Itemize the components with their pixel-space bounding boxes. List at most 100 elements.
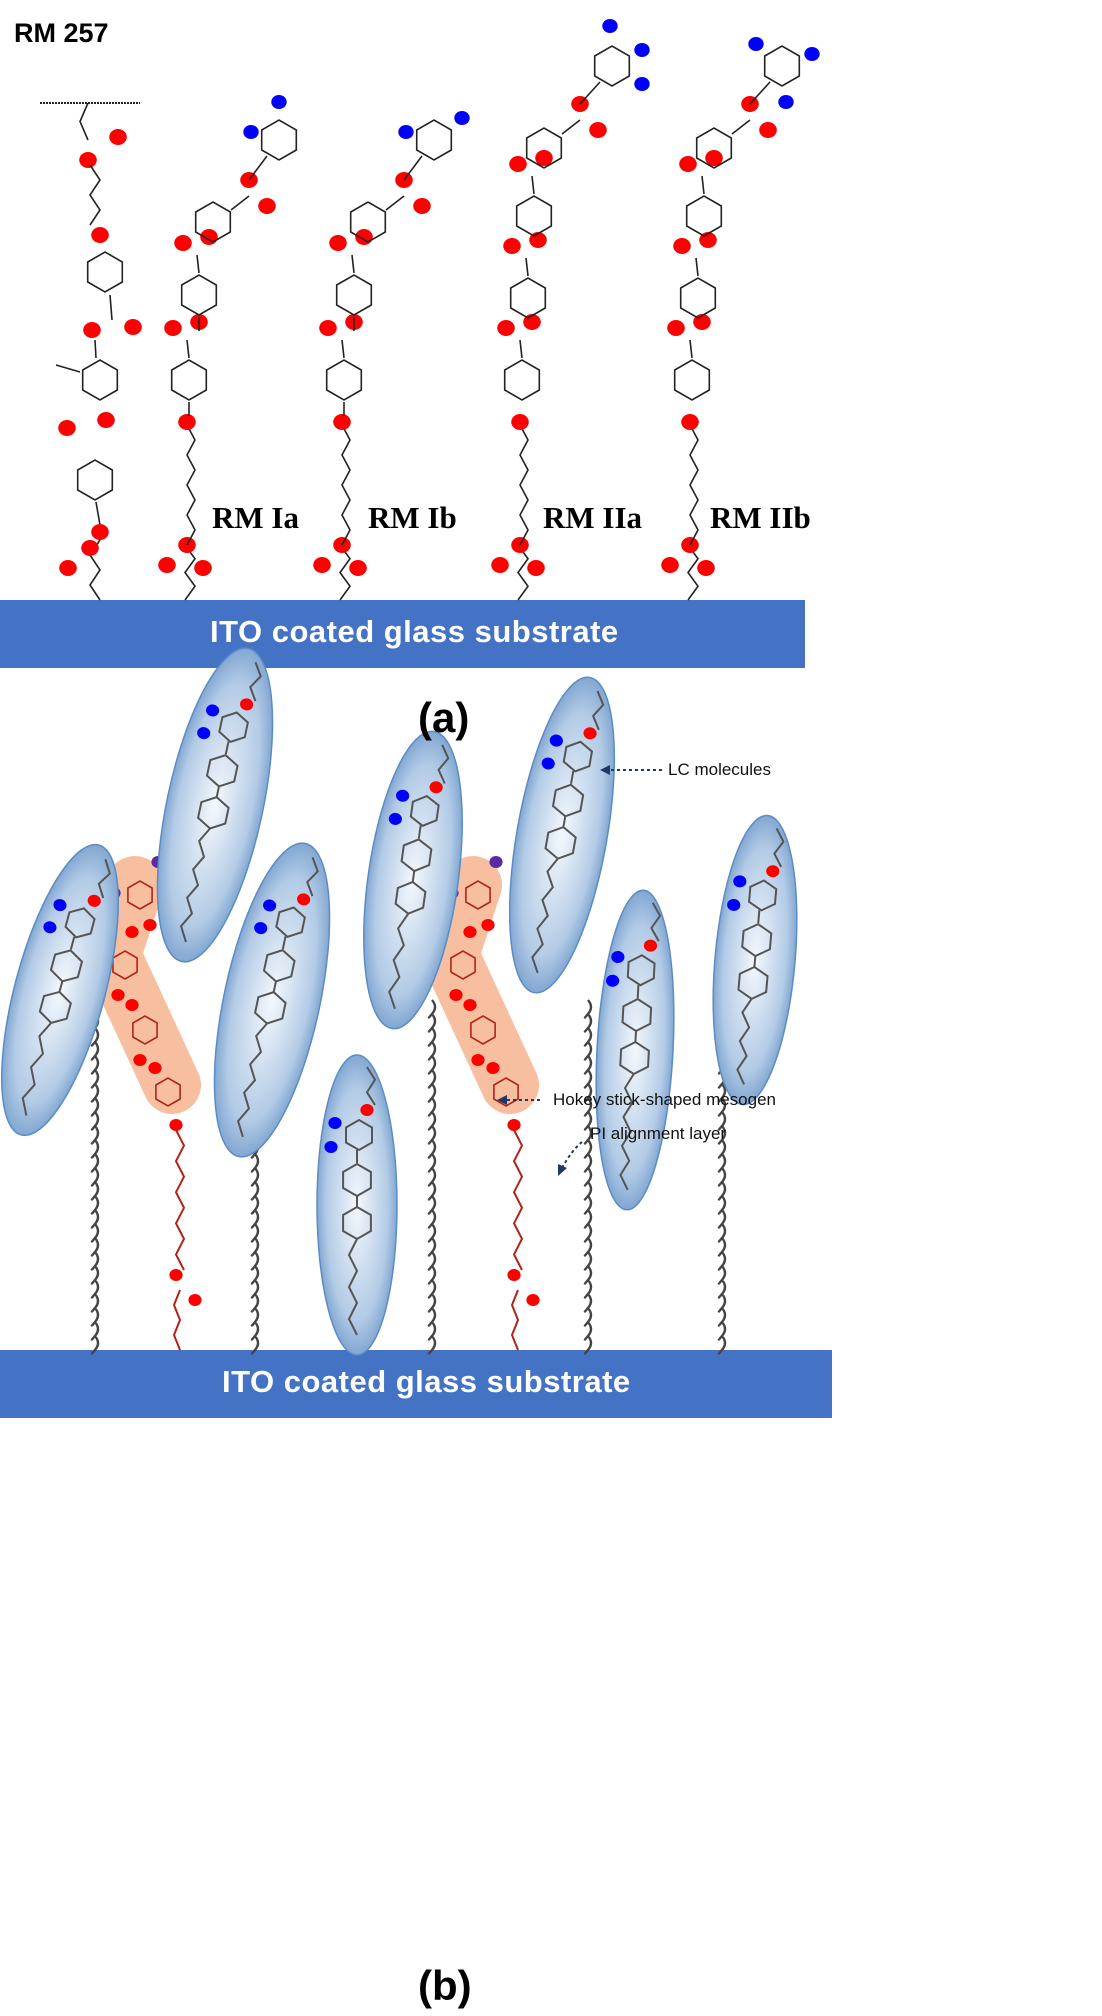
fluorine-atom [197,727,211,740]
lc-molecule [712,814,798,1106]
alkyl-chain [365,1066,377,1106]
panel-label-b: (b) [418,1962,472,2009]
bond [55,364,81,373]
alkyl-chain [174,1129,186,1271]
lc-molecules [0,647,798,1356]
alkyl-chain [773,827,785,868]
benzene-ring [155,1077,181,1107]
oxygen-atom [329,235,347,251]
lc-molecule [316,1054,398,1356]
alkyl-chain [347,1238,359,1336]
benzene-ring [748,879,778,912]
lc-molecule [0,843,120,1137]
bond [753,955,757,968]
bond [689,339,693,359]
bond [636,985,640,999]
alkyl-chain [650,902,662,942]
oxygen-atom [511,414,529,430]
oxygen-atom [188,1294,202,1306]
benzene-ring [76,459,114,501]
oxygen-atom [489,856,503,868]
alkyl-chain [306,856,319,897]
oxygen-atom [158,557,176,573]
benzene-ring [86,251,124,293]
alkyl-chain [519,424,529,546]
benzene-ring [450,950,476,980]
oxygen-atom [679,156,697,172]
oxygen-atom [471,1054,485,1066]
bond [281,936,287,950]
molecule-label-rm257: RM 257 [14,18,109,48]
oxygen-atom [174,235,192,251]
lc-molecule [363,730,463,1030]
alkyl-chain [736,998,753,1085]
reactive-mesogen [313,111,470,601]
alkyl-chain [619,1073,635,1191]
fluorine-atom [727,898,741,911]
cyclohexane-ring [196,796,230,830]
oxygen-atom [169,1119,183,1131]
cyclohexane-ring [551,783,585,818]
benzene-ring [349,201,387,243]
oxygen-atom [535,150,553,166]
alkyl-chain [89,164,101,226]
benzene-ring [409,794,440,827]
lc-ellipse [595,889,675,1211]
benzene-ring [673,359,711,401]
benzene-ring [525,127,563,169]
cyclohexane-ring [544,825,577,860]
bond [95,501,101,526]
bond [248,155,268,181]
substrate-label-b: ITO coated glass substrate [222,1364,631,1399]
oxygen-atom [673,238,691,254]
bond [411,870,416,883]
bond [109,294,113,321]
bond [579,81,601,105]
oxygen-atom [87,894,101,907]
bond [94,339,97,359]
fluorine-atom [398,125,414,139]
benzene-ring [685,195,723,237]
benzene-ring [260,119,298,161]
oxygen-atom [527,560,545,576]
alkyl-chain [179,827,211,943]
fluorine-atom [634,43,650,57]
fluorine-atom [43,921,57,934]
oxygen-atom [169,1269,183,1281]
benzene-ring [626,954,656,987]
cyclohexane-ring [253,991,287,1025]
alkyl-chain [184,544,196,601]
oxygen-atom [667,320,685,336]
benzene-ring [275,906,306,938]
oxygen-atom [81,540,99,556]
annotation-arrows [497,765,662,1176]
bond [749,81,771,105]
bond [196,254,200,274]
oxygen-atom [59,560,77,576]
alkyl-chain [517,544,529,601]
cyclohexane-ring [49,949,84,983]
alkyl-chain [249,661,262,702]
bond [186,339,190,359]
bond [230,195,250,211]
oxygen-atom [463,999,477,1011]
oxygen-atom [509,156,527,172]
alkyl-chain [339,544,351,601]
oxygen-atom [111,989,125,1001]
fluorine-atom [634,77,650,91]
oxygen-atom [766,865,780,878]
alkyl-chain [510,1289,520,1351]
polyimide-chain [583,999,593,1355]
substrate-label-a: ITO coated glass substrate [210,614,619,649]
fluorine-atom [206,704,220,717]
benzene-ring [415,119,453,161]
cyclohexane-ring [400,838,433,873]
benzene-ring [194,201,232,243]
oxygen-atom [194,560,212,576]
fluorine-atom [328,1117,342,1129]
oxygen-atom [178,414,196,430]
oxygen-atom [463,926,477,938]
oxygen-atom [109,129,127,145]
oxygen-atom [413,198,431,214]
